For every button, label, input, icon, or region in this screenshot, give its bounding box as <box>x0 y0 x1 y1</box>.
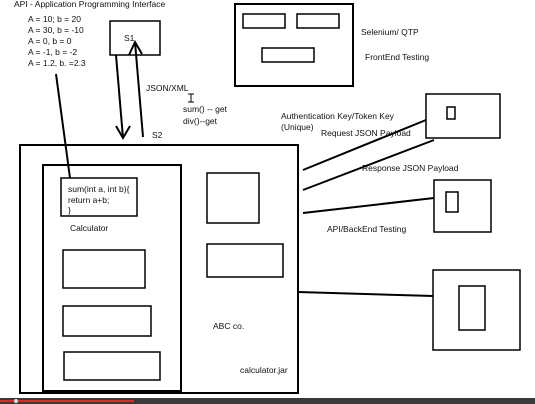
auth-box <box>425 93 501 139</box>
assignment-line-5: A = 1.2, b. =2.3 <box>28 58 86 68</box>
auth-key-label: Authentication Key/Token Key <box>281 111 394 121</box>
response-box <box>433 179 492 233</box>
assignment-line-3: A = 0, b = 0 <box>28 36 72 46</box>
request-payload-label: Request JSON Payload <box>321 128 411 138</box>
response-inner <box>445 191 459 213</box>
assignment-connector <box>55 73 71 179</box>
auth-inner <box>446 106 456 120</box>
s1-down-arrow <box>115 54 124 139</box>
video-progress-fill <box>0 400 134 402</box>
frontend-inner-rect-1 <box>242 13 286 29</box>
s1-box <box>109 20 161 56</box>
unique-label: (Unique) <box>281 122 314 132</box>
code-line-3: } <box>68 205 71 215</box>
calculator-jar-label: calculator.jar <box>240 365 288 375</box>
div-get-label: div()--get <box>183 116 218 126</box>
response-payload-label: Response JSON Payload <box>362 163 459 173</box>
calc-rect-3 <box>63 351 161 381</box>
calculator-label: Calculator <box>70 223 109 233</box>
assignment-line-1: A = 10; b = 20 <box>28 14 81 24</box>
code-line-2: return a+b; <box>68 195 110 205</box>
json-xml-label: JSON/XML <box>146 83 189 93</box>
frontend-box <box>234 3 354 87</box>
text-cursor-mark <box>188 93 194 103</box>
video-progress-bar[interactable] <box>0 398 535 404</box>
s2-label: S2 <box>152 130 163 140</box>
s1-down-arrowhead <box>115 125 131 140</box>
calc-rect-2 <box>62 305 152 337</box>
s1-up-arrow <box>134 41 144 138</box>
abc-company-label: ABC co. <box>213 321 245 331</box>
backend-inner <box>458 285 486 331</box>
frontend-inner-rect-2 <box>296 13 340 29</box>
code-box <box>60 177 138 217</box>
abc-to-backend-line <box>297 291 434 297</box>
sum-get-label: sum() -- get <box>183 104 227 114</box>
assignment-line-2: A = 30, b = -10 <box>28 25 84 35</box>
selenium-label: Selenium/ QTP <box>361 27 419 37</box>
backend-testing-label: API/BackEnd Testing <box>327 224 407 234</box>
frontend-testing-label: FrontEnd Testing <box>365 52 430 62</box>
code-line-1: sum(int a, int b){ <box>68 184 130 194</box>
calculator-box <box>42 164 182 392</box>
calc-rect-1 <box>62 249 146 289</box>
playhead-handle[interactable] <box>14 399 18 403</box>
assignment-line-4: A = -1, b = -2 <box>28 47 78 57</box>
response-line <box>302 139 435 191</box>
backend-line <box>302 197 435 214</box>
page-title: API - Application Programming Interface <box>14 0 166 9</box>
abc-rect-2 <box>206 243 284 278</box>
request-line <box>302 119 427 171</box>
frontend-inner-rect-3 <box>261 47 315 63</box>
s1-label: S1 <box>124 33 135 43</box>
abc-company-box <box>19 144 299 394</box>
abc-rect-1 <box>206 172 260 224</box>
s1-up-arrowhead <box>128 39 143 56</box>
backend-box <box>432 269 521 351</box>
